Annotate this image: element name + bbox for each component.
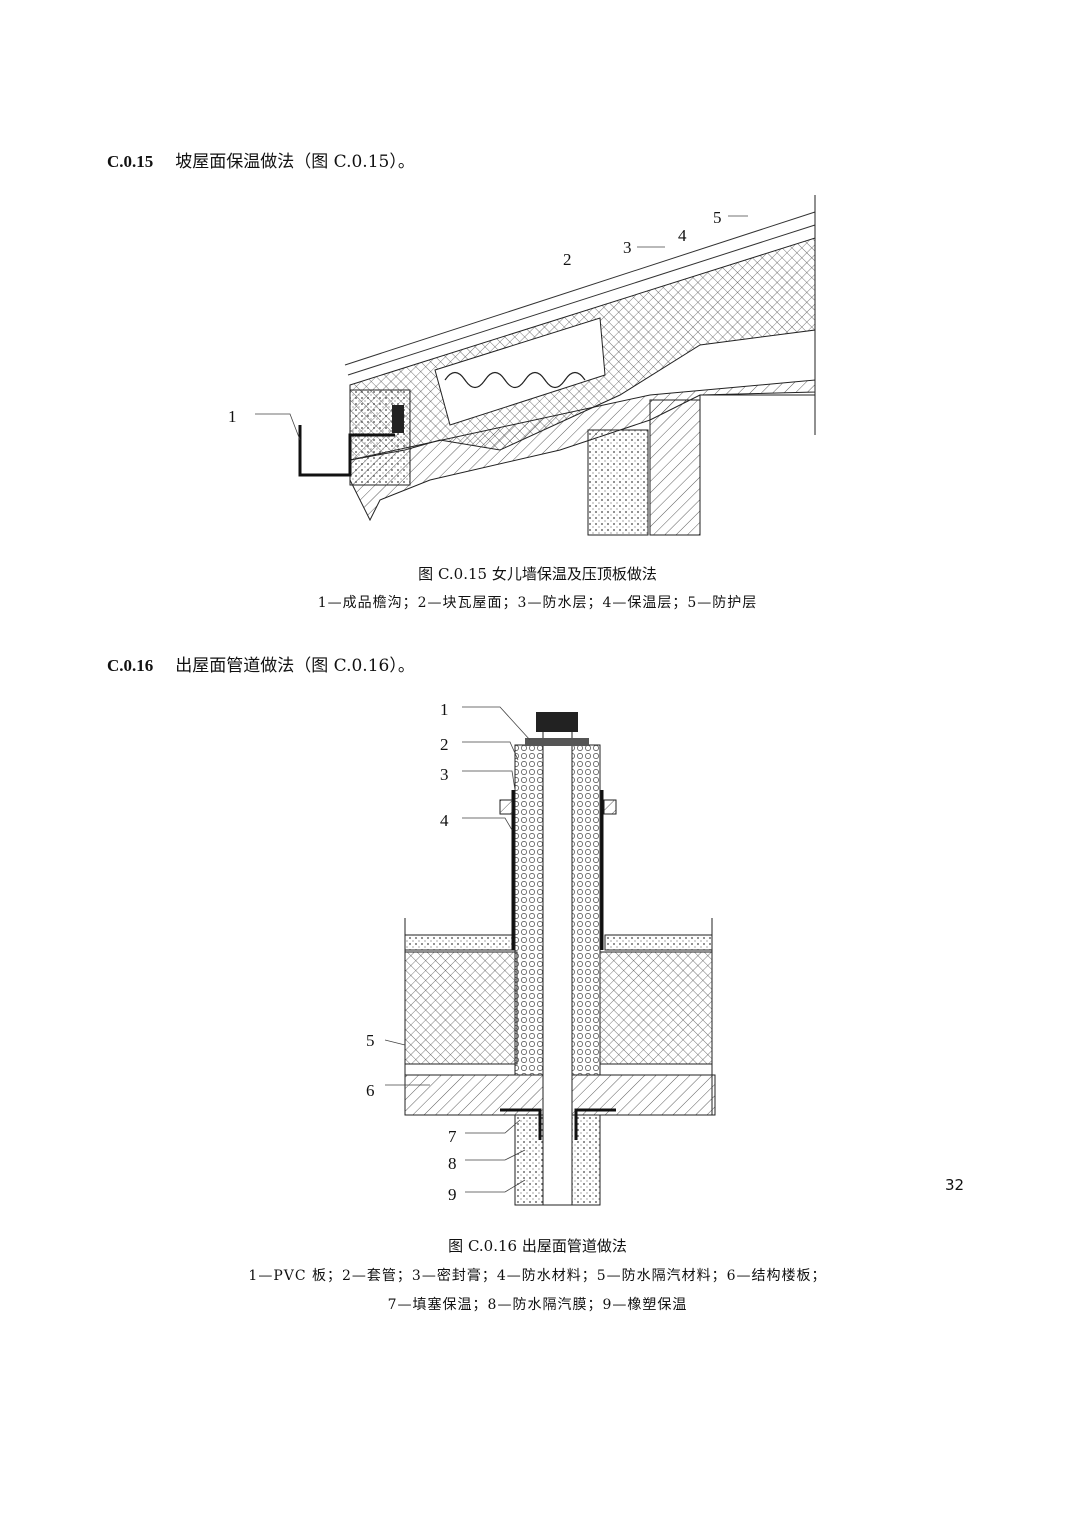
- callout-4: 4: [678, 226, 687, 245]
- callout-4: 4: [440, 811, 449, 830]
- callout-6: 6: [366, 1081, 375, 1100]
- callout-2: 2: [563, 250, 572, 269]
- callout-5: 5: [366, 1031, 375, 1050]
- figure-legend-c015: 1—成品檐沟；2—块瓦屋面；3—防水层；4—保温层；5—防护层: [317, 595, 758, 611]
- callout-9: 9: [448, 1185, 457, 1204]
- callout-5: 5: [713, 208, 722, 227]
- callout-3: 3: [440, 765, 449, 784]
- callout-1: 1: [228, 407, 237, 426]
- figure-legend-c016-line1: 1—PVC 板；2—套管；3—密封膏；4—防水材料；5—防水隔汽材料；6—结构楼…: [248, 1268, 827, 1284]
- figure-legend-c016-line2: 7—填塞保温；8—防水隔汽膜；9—橡塑保温: [387, 1297, 688, 1313]
- figure-caption-c016: 图 C.0.16 出屋面管道做法: [448, 1237, 627, 1255]
- callout-3: 3: [623, 238, 632, 257]
- callout-7: 7: [448, 1127, 457, 1146]
- section-heading-c015: C.0.15 坡屋面保温做法（图 C.0.15）。: [107, 147, 415, 172]
- section-number: C.0.15: [107, 152, 154, 171]
- callout-8: 8: [448, 1154, 457, 1173]
- callout-2: 2: [440, 735, 449, 754]
- section-title: 出屋面管道做法（图 C.0.16）。: [175, 656, 415, 676]
- section-number: C.0.16: [107, 656, 154, 675]
- figure-c016-drawing: 1 2 3 4 5 6 7 8 9: [366, 700, 716, 1206]
- page-number: 32: [945, 1176, 965, 1194]
- section-heading-c016: C.0.16 出屋面管道做法（图 C.0.16）。: [107, 651, 415, 676]
- figure-c015-drawing: 1 2 3 4 5: [228, 195, 816, 536]
- callout-1: 1: [440, 700, 449, 719]
- figure-caption-c015: 图 C.0.15 女儿墙保温及压顶板做法: [418, 565, 657, 583]
- section-title: 坡屋面保温做法（图 C.0.15）。: [175, 152, 415, 172]
